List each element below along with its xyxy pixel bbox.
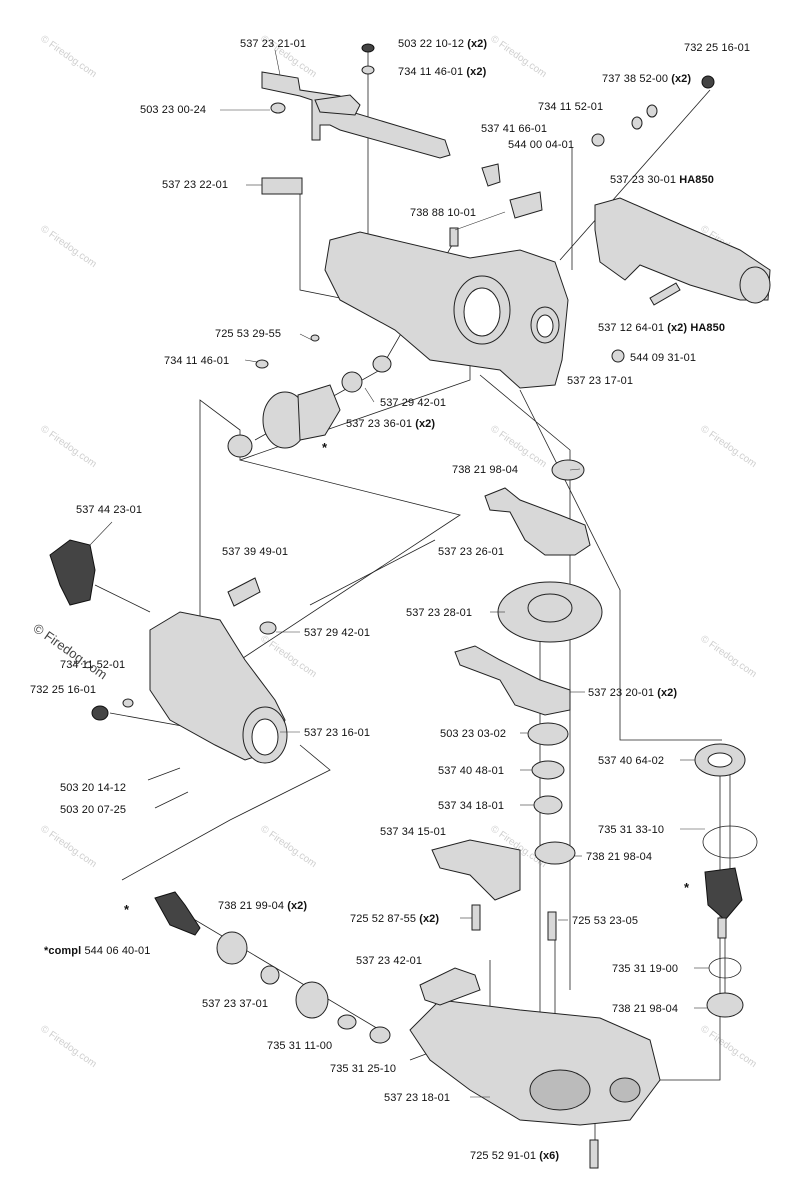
svg-text:© Firedog.com: © Firedog.com (38, 823, 98, 870)
part-label: 734 11 46-01 (164, 355, 230, 367)
part-label: 738 88 10-01 (410, 207, 477, 219)
part-label: 725 52 91-01 (x6) (470, 1150, 560, 1162)
part-label: 537 23 20-01 (x2) (588, 687, 678, 699)
part-label: 503 22 10-12 (x2) (398, 38, 488, 50)
part-label: 732 25 16-01 (684, 42, 751, 54)
part-label: 537 40 64-02 (598, 755, 665, 767)
part-label: 544 09 31-01 (630, 352, 697, 364)
svg-text:© Firedog.com: © Firedog.com (38, 1023, 98, 1070)
pinion-gear-assembly (227, 334, 392, 458)
part-label: 503 20 14-12 (60, 782, 127, 794)
part-label: 537 23 17-01 (567, 375, 634, 387)
cover-bracket (431, 839, 521, 901)
part-label: 735 31 11-00 (267, 1040, 333, 1052)
part-label: 537 23 22-01 (162, 179, 229, 191)
part-label: 725 53 29-55 (215, 328, 282, 340)
top-bracket (261, 71, 451, 159)
lower-pinion-assembly (154, 891, 391, 1044)
part-label: 537 40 48-01 (438, 765, 505, 777)
part-label: 537 34 18-01 (438, 800, 505, 812)
center-gear-stack (454, 459, 603, 941)
part-label: 537 23 16-01 (304, 727, 371, 739)
svg-text:© Firedog.com: © Firedog.com (258, 633, 318, 680)
part-label: 537 39 49-01 (222, 546, 289, 558)
asterisk-mark: * (322, 440, 328, 455)
svg-text:© Firedog.com: © Firedog.com (38, 423, 98, 470)
gear-case-housing (324, 231, 569, 389)
part-label: 537 23 28-01 (406, 607, 473, 619)
part-label: 735 31 19-00 (612, 963, 679, 975)
part-label: 737 38 52-00 (x2) (602, 73, 692, 85)
svg-text:© Firedog.com: © Firedog.com (488, 33, 548, 80)
part-label: 537 29 42-01 (304, 627, 371, 639)
part-label: 734 11 52-01 (538, 101, 604, 113)
asterisk-mark: * (684, 880, 690, 895)
right-bearing-stack (694, 743, 758, 1018)
top-hardware (261, 43, 715, 247)
part-label: 537 23 18-01 (384, 1092, 451, 1104)
part-label: *compl 544 06 40-01 (44, 945, 151, 957)
part-label: 732 25 16-01 (30, 684, 97, 696)
svg-text:© Firedog.com: © Firedog.com (698, 1023, 758, 1070)
part-label: 537 23 30-01 HA850 (610, 174, 714, 186)
part-label: 537 23 21-01 (240, 38, 307, 50)
svg-text:© Firedog.com: © Firedog.com (698, 633, 758, 680)
part-label: 735 31 25-10 (330, 1063, 397, 1075)
asterisk-mark: * (124, 902, 130, 917)
part-label: 544 00 04-01 (508, 139, 575, 151)
drive-shaft (227, 539, 436, 635)
handle-ha850 (594, 197, 771, 363)
part-label: 738 21 99-04 (x2) (218, 900, 308, 912)
part-label: 537 41 66-01 (481, 123, 548, 135)
part-label: 537 23 42-01 (356, 955, 423, 967)
svg-text:© Firedog.com: © Firedog.com (698, 423, 758, 470)
svg-text:© Firedog.com: © Firedog.com (258, 823, 318, 870)
part-label: 537 44 23-01 (76, 504, 143, 516)
base-plate (409, 967, 661, 1169)
part-label: 537 12 64-01 (x2) HA850 (598, 322, 726, 334)
part-label: 734 11 46-01 (x2) (398, 66, 487, 78)
part-label: 738 21 98-04 (452, 464, 519, 476)
part-label: 503 23 03-02 (440, 728, 507, 740)
gear-housing (91, 611, 288, 809)
part-label: 503 23 00-24 (140, 104, 207, 116)
svg-text:© Firedog.com: © Firedog.com (38, 33, 98, 80)
part-label: 738 21 98-04 (586, 851, 653, 863)
part-label: 738 21 98-04 (612, 1003, 679, 1015)
part-label: 537 34 15-01 (380, 826, 447, 838)
part-label: 537 23 37-01 (202, 998, 269, 1010)
part-label: 734 11 52-01 (60, 659, 126, 671)
part-label: 503 20 07-25 (60, 804, 127, 816)
part-label: 725 53 23-05 (572, 915, 639, 927)
label-leaders (89, 49, 709, 1098)
part-label: 537 23 36-01 (x2) (346, 418, 436, 430)
part-label: 725 52 87-55 (x2) (350, 913, 440, 925)
part-label: 537 23 26-01 (438, 546, 505, 558)
part-label: 537 29 42-01 (380, 397, 447, 409)
knob-handle (49, 539, 151, 613)
svg-text:© Firedog.com: © Firedog.com (38, 223, 98, 270)
part-label: 735 31 33-10 (598, 824, 665, 836)
